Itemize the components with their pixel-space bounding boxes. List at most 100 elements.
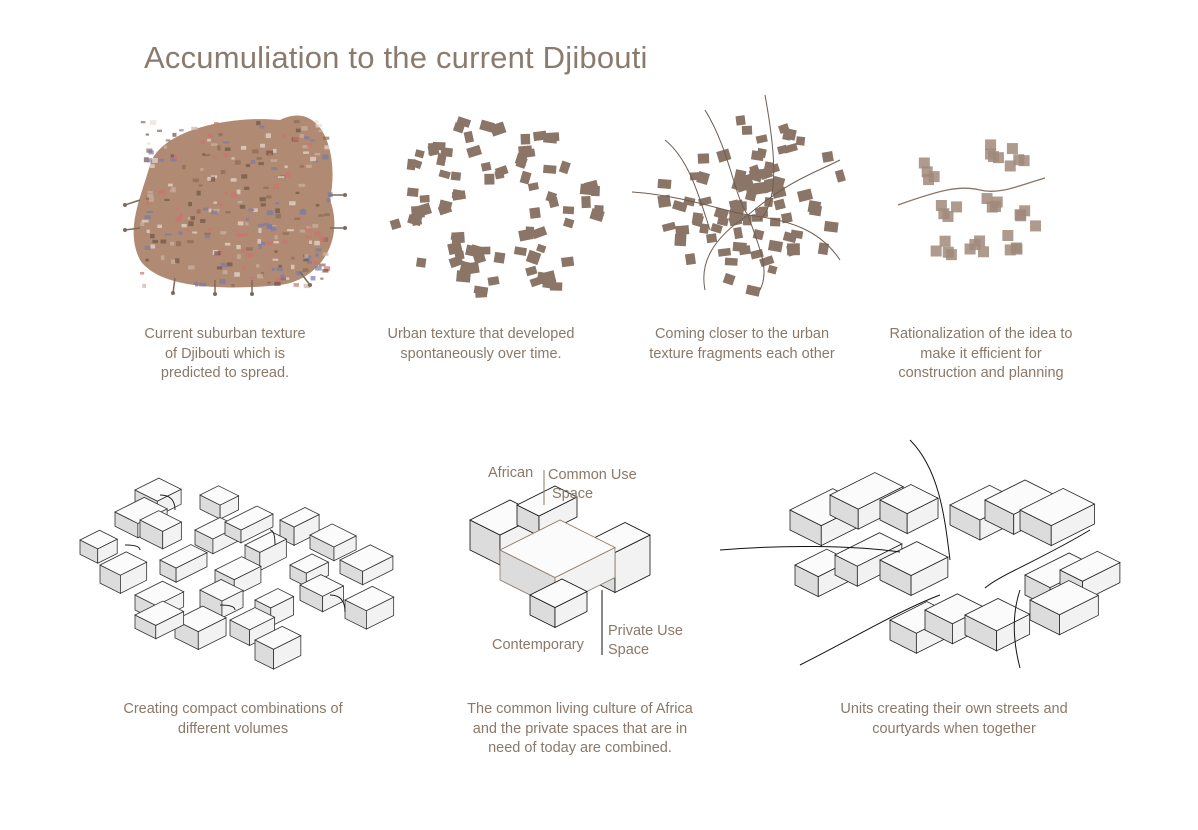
texture-roof bbox=[275, 213, 282, 219]
caption-line: spontaneously over time. bbox=[400, 345, 562, 362]
texture-roof bbox=[213, 201, 218, 204]
texture-roof bbox=[165, 139, 171, 142]
caption-line: Creating compact combinations of bbox=[123, 701, 343, 717]
label-contemporary: Contemporary bbox=[492, 637, 584, 653]
urban-block bbox=[674, 233, 687, 247]
urban-block bbox=[527, 182, 539, 192]
caption-line: Units creating their own streets and bbox=[840, 701, 1068, 717]
unit-box-top bbox=[1019, 487, 1096, 527]
texture-roof bbox=[299, 209, 307, 215]
texture-roof bbox=[160, 255, 165, 261]
texture-roof bbox=[270, 226, 277, 231]
circulation-line bbox=[897, 177, 1046, 206]
small-box-top bbox=[529, 578, 588, 608]
label-common-space: Space bbox=[552, 486, 594, 502]
texture-roof bbox=[172, 132, 177, 137]
texture-roof bbox=[306, 164, 312, 168]
texture-roof bbox=[292, 137, 300, 141]
texture-roof bbox=[252, 208, 258, 213]
texture-roof bbox=[248, 208, 255, 212]
texture-roof bbox=[322, 252, 329, 256]
page-title: Accumuliation to the current Djibouti bbox=[144, 40, 648, 75]
texture-roof bbox=[160, 239, 167, 244]
texture-roof bbox=[240, 145, 247, 150]
texture-roof bbox=[313, 261, 320, 265]
urban-block bbox=[558, 160, 571, 175]
urban-block bbox=[696, 170, 711, 185]
spread-arrow-icon bbox=[124, 199, 141, 206]
texture-roof bbox=[204, 232, 211, 236]
texture-roof bbox=[217, 201, 223, 206]
urban-block bbox=[817, 242, 830, 256]
texture-roof bbox=[203, 207, 209, 211]
volume-box-top bbox=[244, 531, 288, 553]
rational-block bbox=[978, 246, 990, 258]
urban-block bbox=[728, 215, 743, 227]
texture-roof bbox=[309, 139, 315, 142]
texture-roof bbox=[266, 241, 273, 245]
texture-roof bbox=[246, 253, 254, 258]
texture-roof bbox=[196, 190, 201, 196]
urban-block bbox=[529, 207, 541, 219]
unit-box-top bbox=[834, 532, 903, 567]
texture-roof bbox=[252, 149, 259, 154]
texture-roof bbox=[152, 239, 159, 244]
texture-roof bbox=[263, 222, 269, 226]
texture-roof bbox=[147, 142, 151, 145]
texture-roof bbox=[256, 157, 262, 160]
urban-block bbox=[543, 164, 557, 174]
urban-block bbox=[438, 169, 451, 180]
texture-roof bbox=[274, 250, 278, 253]
texture-roof bbox=[290, 264, 295, 270]
texture-roof bbox=[230, 178, 237, 182]
caption-line: Current suburban texture bbox=[144, 326, 306, 342]
rational-block bbox=[1030, 220, 1042, 232]
texture-roof bbox=[258, 228, 262, 233]
volume-box-top bbox=[199, 579, 244, 602]
volume-box-top bbox=[254, 625, 302, 650]
street-curve bbox=[704, 109, 749, 216]
texture-roof bbox=[234, 160, 241, 165]
texture-roof bbox=[322, 237, 329, 242]
caption-line: construction and planning bbox=[898, 365, 1064, 381]
texture-roof bbox=[196, 209, 201, 214]
rational-block bbox=[939, 235, 951, 247]
street-curve bbox=[664, 139, 711, 231]
texture-roof bbox=[224, 242, 231, 246]
urban-block bbox=[767, 264, 778, 275]
texture-roof bbox=[145, 133, 150, 136]
texture-roof bbox=[143, 157, 149, 163]
rational-block bbox=[985, 139, 997, 151]
rational-block bbox=[921, 166, 933, 178]
texture-roof bbox=[187, 240, 194, 244]
spread-arrow-icon bbox=[124, 227, 141, 231]
texture-roof bbox=[220, 169, 226, 175]
texture-roof bbox=[312, 223, 319, 228]
texture-roof bbox=[263, 186, 269, 189]
texture-roof bbox=[291, 256, 295, 260]
texture-roof bbox=[220, 262, 227, 268]
texture-roof bbox=[256, 273, 264, 279]
texture-roof bbox=[174, 156, 178, 160]
rational-block bbox=[969, 239, 981, 251]
volume-box-top bbox=[229, 607, 276, 631]
urban-block bbox=[452, 122, 466, 134]
combine-arrow-icon bbox=[159, 494, 176, 511]
texture-roof bbox=[324, 145, 330, 150]
rational-block bbox=[930, 245, 942, 257]
texture-roof bbox=[266, 150, 274, 156]
urban-block bbox=[525, 265, 538, 277]
texture-roof bbox=[266, 210, 274, 216]
texture-roof bbox=[320, 277, 324, 280]
rational-block bbox=[951, 201, 963, 213]
texture-roof bbox=[147, 193, 154, 198]
texture-roof bbox=[282, 239, 288, 244]
texture-roof bbox=[260, 143, 265, 148]
caption-living-culture: The common living culture of Africa and … bbox=[440, 700, 720, 759]
urban-block bbox=[531, 226, 548, 240]
arrow-head bbox=[250, 292, 254, 296]
texture-roof bbox=[207, 138, 211, 142]
caption-line: Rationalization of the idea to bbox=[889, 326, 1073, 342]
rational-block bbox=[938, 208, 950, 220]
